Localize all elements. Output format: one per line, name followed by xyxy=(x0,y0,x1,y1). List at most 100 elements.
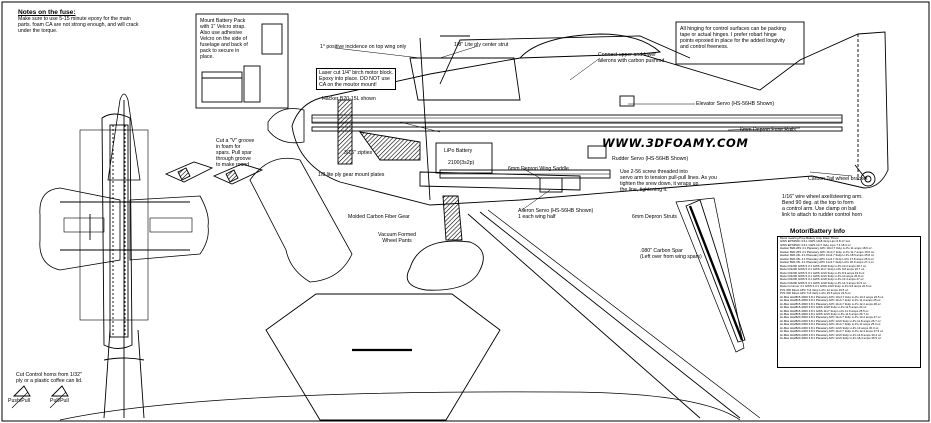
control-horn-line: ply or a plastic coffee can lid. xyxy=(16,378,83,384)
wheel-pants-line: Wheel Pants xyxy=(382,238,412,244)
motor-table-row: Razer R2200 GWS 5.3:1 GWS 12x6 3s2p Li-P… xyxy=(780,274,865,278)
battery-note-box xyxy=(195,13,289,109)
motor-table-row: Hi-Max HA2820-2300 3.8:1 Planetary APC 1… xyxy=(780,330,884,334)
label-tail-wheel: Carbon Tail wheel bracket xyxy=(808,176,868,182)
screw-line: Use 2-56 screw threaded into xyxy=(620,169,688,175)
steering-line: Bend 90 deg. at the top to form xyxy=(782,200,854,206)
motor-table-row: Hi-Max HA2815-3000 3.8:1 GWS 11x7 3s1p L… xyxy=(780,309,870,313)
hinging-note: All hinging for control surfaces can be … xyxy=(680,26,802,50)
groove-line: to make round xyxy=(216,162,250,168)
battery-note-line: Velcro on the side of xyxy=(200,36,248,42)
label-wing-saddle: 6mm Depron Wing Saddle xyxy=(508,166,569,172)
label-aileron-pushrod-2: ailerons with carbon pushrod xyxy=(598,58,665,64)
battery-note-line: fuselage and back of xyxy=(200,42,248,48)
motor-block-line: CA on the moutor mount! xyxy=(319,82,377,88)
spar-note: .080" Carbon Spar (Left over from wing s… xyxy=(640,248,730,260)
carbon-spar xyxy=(685,199,746,343)
motor-block-line: Epoxy into place. DO NOT use xyxy=(319,76,390,82)
motor-table-row: Hi-Max HA2815-3000 3.8:1 Planetary APC 1… xyxy=(780,295,885,299)
hinging-note-box xyxy=(675,21,805,65)
groove-line: spars. Pull spar xyxy=(216,150,252,156)
motor-table-row: PJS 300 Direct APC 7x4 3s2p Li-Po 15.5 a… xyxy=(780,292,852,296)
groove-line: Cut a "V" groove xyxy=(216,138,255,144)
screw-note: Use 2-56 screw threaded into servo arm t… xyxy=(620,169,780,193)
hinging-note-line: points epoxied in place for the added lo… xyxy=(680,38,785,44)
motor-table-row: Hacker B20-15L 4:1 Planetary APC 10x4.7 … xyxy=(780,254,875,258)
motor-table-row: Hacker B20-26S 4:1 Planetary APC 10x4.7 … xyxy=(780,247,873,251)
motor-table-row: Razer R2200 GWS 5.3:1 GWS 12x8 3s1p Li-P… xyxy=(780,278,865,282)
motor-table-row: Hi-Max HA2815-3000 3.8:1 Planetary APC 1… xyxy=(780,299,882,303)
brand-url: WWW.3DFOAMY.COM xyxy=(602,136,749,150)
motor-table-row: Hi-Max HA2820-2300 3.8:1 Planetary APC 1… xyxy=(780,333,882,337)
label-push-pull: Push/Pull xyxy=(8,398,30,404)
motor-table-title: Motor/Battery Info xyxy=(790,228,846,235)
motor-table-row: Hi-Max HA2815-3000 3.8:1 GWS 12x6 3s1p L… xyxy=(780,312,870,316)
motor-table-row: GWS EPS350C 3.6:1 GWS 10x8 3s1p Lipo 6.8… xyxy=(780,240,851,244)
label-pull-pull: Pull/Pull xyxy=(50,398,69,404)
spar-line: .080" Carbon Spar xyxy=(640,248,683,254)
motor-table-row: Hi-Max HA2815-3000 3.8:1 Planetary APC 1… xyxy=(780,302,882,306)
control-horn-note: Cut Control horns from 1/32" ply or a pl… xyxy=(16,372,126,384)
motor-block-note: Laser cut 1/4" birch motor block. Epoxy … xyxy=(316,68,397,90)
carbon-gear xyxy=(442,195,463,241)
battery-note-line: Mount Battery Pack xyxy=(200,18,246,24)
label-incidence: 1° positive incidence on top wing only xyxy=(320,44,407,50)
label-hacker: Hacker B20-15L shown xyxy=(322,96,376,102)
battery-note-line: pack to secure in xyxy=(200,48,240,54)
side-view-plane xyxy=(267,31,889,206)
label-aileron-pushrod-1: Connect upper and lower xyxy=(598,52,656,58)
motor-table-row: Hi-Max HA2815-3000 3.8:1 GWS 10x8 3s1p L… xyxy=(780,306,868,310)
wheel-pant xyxy=(406,240,484,291)
label-elevator-servo: Elevator Servo (HS-56HB Shown) xyxy=(696,101,775,107)
steering-line: a control arm. Use clamp on ball xyxy=(782,206,857,212)
screw-line: servo arm to tension pull-pull lines. As… xyxy=(620,175,717,181)
motor-table-row: Hi-Max HA2820-2300 3.8:1 Planetary APC 1… xyxy=(780,326,880,330)
motor-table-row: Hacker B20-26S 4:1 Planetary APC 11x4.7 … xyxy=(780,250,875,254)
motor-table-row: Hi-Max HA2820-2300 3.8:1 Planetary APC 1… xyxy=(780,319,882,323)
groove-line: through groove xyxy=(216,156,251,162)
battery-pack-note: Mount Battery Pack with 1" Velcro strap.… xyxy=(200,18,262,60)
motor-table-header: Motor Gearing Prop Battery Amp Draw Thru… xyxy=(780,237,839,240)
motor-table-row: Razer R2200 GWS 5.3:1 GWS 12x8 3s2p Li-P… xyxy=(780,281,867,285)
motor-table-row: PJS 300 Direct APC 7x4 3s1p Li-Po 12 amp… xyxy=(780,288,849,292)
spar-line: (Left over from wing spars) xyxy=(640,254,702,260)
tail-shape xyxy=(265,293,501,421)
hinging-note-line: tape or actual hinges. I prefer robart h… xyxy=(680,32,777,38)
fuse-note-line: parts. foam CA are not strong enough, an… xyxy=(18,22,139,28)
label-center-strut: 1/8" Lite ply center strut xyxy=(454,42,509,48)
steering-note: 1/16" wire wheel axel/steering arm. Bend… xyxy=(782,194,922,218)
aileron-servo-note: Aileron Servo (HS-56HB Shown) 1 each win… xyxy=(518,208,628,220)
label-carbon-gear: Molded Carbon Fiber Gear xyxy=(348,214,410,220)
label-zipties: 3/16" zipties xyxy=(344,150,373,156)
fuse-note-line: Make sure to use 5-15 minute epoxy for t… xyxy=(18,16,131,22)
motor-battery-table: Motor Gearing Prop Battery Amp Draw Thru… xyxy=(777,236,921,368)
screw-line: tighten the srew down, it wraps up xyxy=(620,181,699,187)
steering-line: 1/16" wire wheel axel/steering arm. xyxy=(782,194,863,200)
battery-note-line: Also use adhesive xyxy=(200,30,243,36)
label-lipo-2: 2100(3s2p) xyxy=(448,160,475,166)
motor-table-row: Razer R2200 GWS 5.3:1 GWS 11x7 3s1p Li-P… xyxy=(780,268,865,272)
label-depron-struts: 6mm Depron Struts xyxy=(632,214,677,220)
hinging-note-line: All hinging for control surfaces can be … xyxy=(680,26,786,32)
motor-table-row: Hacker B20-15L 4:1 Planetary APC 11x4.7 … xyxy=(780,257,875,261)
motor-table-row: GWS EPS350C 3.6:1 GWS 11x7 3s1p Lipo 7.4… xyxy=(780,243,851,247)
label-lipo-1: LiPo Battery xyxy=(444,148,473,154)
fuse-notes-title: Notes on the fuse: xyxy=(18,9,76,16)
control-horn-line: Cut Control horns from 1/32" xyxy=(16,372,82,378)
aileron-servo-line: Aileron Servo (HS-56HB Shown) xyxy=(518,208,594,214)
battery-note-line: place. xyxy=(200,54,214,60)
screw-line: the line, tightening it. xyxy=(620,187,668,193)
label-rudder-servo: Rudder Servo (HS-56HB Shown) xyxy=(612,156,689,162)
motor-table-row: Razer R2200 GWS 5.3:1 GWS 10x8 3s1p Li-P… xyxy=(780,264,867,268)
motor-table-row: Hi-Max HA2820-3000 3.8:1 Planetary APC 1… xyxy=(780,337,882,341)
motor-table-row: Razer R2200 GWS 5.3:1 GWS 12x6 3s1p Li-P… xyxy=(780,271,866,275)
groove-line: in foam for xyxy=(216,144,241,150)
motor-table-row: Hi-Max HA2820-2300 3.8:1 Planetary APC 1… xyxy=(780,323,882,327)
wheel-pants-note: Vacuum Formed Wheel Pants xyxy=(362,232,432,244)
v-groove-sketch xyxy=(164,161,264,185)
motor-table-row: Razer Inrunner 4:1 GWS 6.3:1 GWS 13x6 3s… xyxy=(780,285,873,289)
fuse-notes: Notes on the fuse: Make sure to use 5-15… xyxy=(18,9,190,34)
fuse-note-line: under the torque. xyxy=(18,28,58,34)
